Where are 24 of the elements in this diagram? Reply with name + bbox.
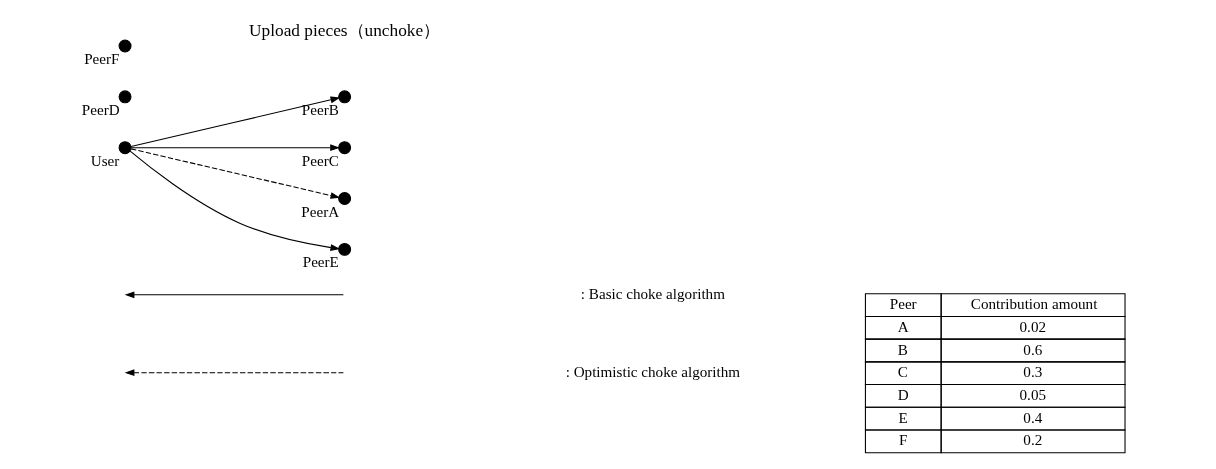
- label: E: [898, 409, 908, 426]
- legend-label: : Basic choke algorithm: [580, 285, 725, 302]
- node-label: PeerE: [302, 254, 339, 271]
- label: C: [897, 364, 908, 381]
- label: Peer: [889, 296, 917, 313]
- label: B: [897, 341, 908, 358]
- label: F: [898, 432, 908, 449]
- node-label: PeerC: [301, 152, 339, 169]
- label: 0.3: [1023, 364, 1043, 381]
- label: 0.02: [1019, 318, 1047, 335]
- label: 0.2: [1023, 432, 1043, 449]
- legend-label: : Optimistic choke algorithm: [565, 363, 741, 380]
- label: Contribution amount: [970, 296, 1098, 313]
- node-label: PeerF: [84, 51, 120, 68]
- node-label: PeerD: [81, 101, 120, 118]
- label: 0.6: [1023, 341, 1043, 358]
- label: D: [897, 386, 909, 403]
- label: 0.05: [1019, 386, 1047, 403]
- node-label: PeerA: [301, 203, 340, 220]
- node-label: User: [90, 152, 120, 169]
- label: A: [897, 318, 909, 335]
- node-label: PeerB: [301, 101, 339, 118]
- label: Upload pieces（unchoke）: [249, 21, 441, 41]
- label: 0.4: [1023, 409, 1043, 426]
